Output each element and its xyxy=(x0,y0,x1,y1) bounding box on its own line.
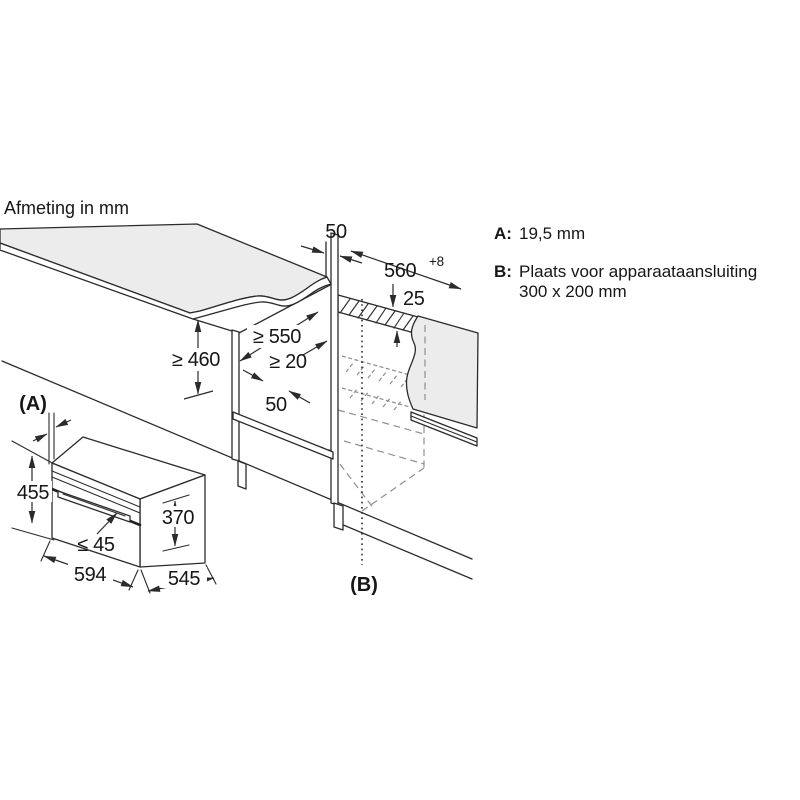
adjacent-panel-right xyxy=(405,315,479,447)
dim-niche-width-tolerance: +8 xyxy=(429,254,444,269)
dim-niche-depth-label: ≥ 550 xyxy=(253,326,301,348)
dim-top-gap-label: 50 xyxy=(325,221,347,243)
dim-rail-height: 25 xyxy=(389,284,425,347)
niche-left-wall xyxy=(231,329,240,462)
legend-b-line2: 300 x 200 mm xyxy=(519,282,627,301)
header: Afmeting in mm xyxy=(4,198,129,218)
rail-hatch-lines xyxy=(339,298,419,333)
dim-niche-height: ≥ 460 xyxy=(167,319,227,400)
legend-a-value: 19,5 mm xyxy=(519,224,585,243)
legend: A: 19,5 mm B: Plaats voor apparaataanslu… xyxy=(494,224,757,301)
niche-right-wall xyxy=(330,232,339,506)
ventilation-rail-hatched xyxy=(337,294,419,335)
legend-a-key: A: xyxy=(494,224,512,243)
ref-a-label: (A) xyxy=(19,393,47,415)
legend-b-key: B: xyxy=(494,262,512,281)
dimensions: 50 560 +8 25 ≥ 550 ≥ 20 xyxy=(11,221,462,596)
niche-right-leg xyxy=(333,502,344,531)
niche-cabinet xyxy=(192,232,344,531)
dim-oven-total-height: 455 xyxy=(11,440,55,541)
dim-niche-depth: ≥ 550 xyxy=(239,311,319,362)
connection-area-b-hidden xyxy=(341,355,411,411)
dim-niche-width: 560 +8 xyxy=(350,250,462,290)
dim-niche-height-label: ≥ 460 xyxy=(172,349,220,371)
dim-top-gap: 50 xyxy=(300,221,363,264)
dim-ref-b: (B) xyxy=(350,574,378,596)
dim-oven-depth-label: 545 xyxy=(168,568,200,590)
dim-handle-depth: ≤ 45 xyxy=(77,512,118,556)
oven-drawing xyxy=(50,436,206,568)
oven-front-face xyxy=(51,462,141,568)
dim-plinth-recess: 50 xyxy=(242,369,311,416)
dim-oven-width: 594 xyxy=(40,540,139,591)
dim-oven-width-label: 594 xyxy=(74,564,106,586)
dim-oven-depth: 545 xyxy=(140,564,217,594)
page-title: Afmeting in mm xyxy=(4,198,129,218)
dim-oven-total-height-label: 455 xyxy=(17,482,49,504)
ref-b-label: (B) xyxy=(350,574,378,596)
dim-back-gap-label: ≥ 20 xyxy=(269,351,306,373)
dim-oven-body-height: 370 xyxy=(158,494,197,552)
dim-oven-body-height-label: 370 xyxy=(162,507,194,529)
legend-b-line1: Plaats voor apparaataansluiting xyxy=(519,262,757,281)
niche-shelf xyxy=(232,411,334,460)
dim-ref-a: (A) xyxy=(19,393,72,465)
niche-left-leg xyxy=(237,460,247,490)
dim-back-gap: ≥ 20 xyxy=(269,340,328,373)
worktop-left xyxy=(0,223,332,320)
dim-niche-width-label: 560 xyxy=(384,260,416,282)
dim-handle-depth-label: ≤ 45 xyxy=(77,534,114,556)
dim-plinth-recess-label: 50 xyxy=(265,394,287,416)
dim-rail-height-label: 25 xyxy=(403,288,425,310)
